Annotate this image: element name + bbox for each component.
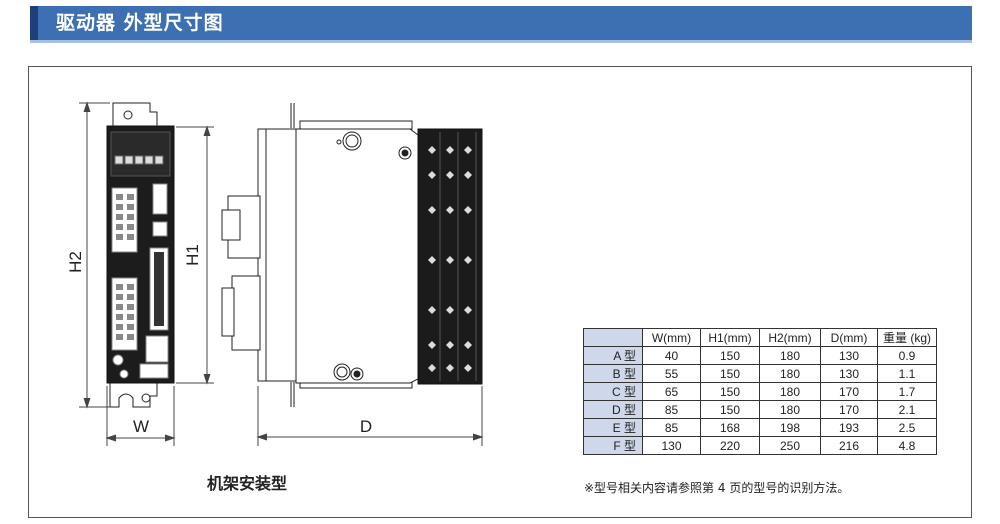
table-row: A 型 40 150 180 130 0.9 xyxy=(583,346,937,365)
section-header: 驱动器 外型尺寸图 xyxy=(30,6,972,43)
dimension-d xyxy=(256,386,484,446)
table-cell: 65 xyxy=(642,382,701,401)
table-cell: 130 xyxy=(820,346,878,365)
table-cell: 180 xyxy=(759,400,821,419)
label-d: D xyxy=(360,417,372,436)
table-cell: 180 xyxy=(759,364,821,383)
table-header-cell xyxy=(583,328,643,347)
table-header-cell: H1(mm) xyxy=(700,328,760,347)
table-cell: 150 xyxy=(700,364,760,383)
header-accent-bar xyxy=(30,6,38,40)
table-row: B 型 55 150 180 130 1.1 xyxy=(583,364,937,383)
table-header-cell: D(mm) xyxy=(820,328,878,347)
table-cell: 193 xyxy=(820,418,878,437)
table-row: C 型 65 150 180 170 1.7 xyxy=(583,382,937,401)
table-cell: 4.8 xyxy=(877,436,937,455)
side-view xyxy=(221,103,483,407)
drawing-frame xyxy=(28,66,972,518)
table-cell: 170 xyxy=(820,382,878,401)
dimension-w xyxy=(105,386,176,446)
table-row: D 型 85 150 180 170 2.1 xyxy=(583,400,937,419)
table-cell: 216 xyxy=(820,436,878,455)
table-cell: 130 xyxy=(642,436,701,455)
label-h2: H2 xyxy=(66,251,85,273)
table-cell: 1.7 xyxy=(877,382,937,401)
footnote: ※型号相关内容请参照第 4 页的型号的识别方法。 xyxy=(584,481,850,495)
drawing-caption: 机架安装型 xyxy=(207,474,288,493)
table-cell: 180 xyxy=(759,382,821,401)
front-view xyxy=(106,102,175,408)
table-row: E 型 85 168 198 193 2.5 xyxy=(583,418,937,437)
table-cell: 1.1 xyxy=(877,364,937,383)
table-cell: 130 xyxy=(820,364,878,383)
table-cell: 150 xyxy=(700,346,760,365)
table-header-cell: H2(mm) xyxy=(759,328,821,347)
table-cell: 85 xyxy=(642,418,701,437)
table-header-cell: 重量 (kg) xyxy=(877,328,937,347)
table-row: F 型 130 220 250 216 4.8 xyxy=(583,436,937,455)
table-cell: 40 xyxy=(642,346,701,365)
label-w: W xyxy=(133,417,149,436)
section-title: 驱动器 外型尺寸图 xyxy=(56,12,224,34)
table-cell: 198 xyxy=(759,418,821,437)
table-cell: 220 xyxy=(700,436,760,455)
table-cell: 2.5 xyxy=(877,418,937,437)
table-cell: D 型 xyxy=(583,400,643,419)
table-cell: 55 xyxy=(642,364,701,383)
table-cell: 170 xyxy=(820,400,878,419)
table-cell: 150 xyxy=(700,400,760,419)
table-cell: F 型 xyxy=(583,436,643,455)
table-cell: 0.9 xyxy=(877,346,937,365)
table-cell: C 型 xyxy=(583,382,643,401)
table-header-cell: W(mm) xyxy=(642,328,701,347)
table-cell: B 型 xyxy=(583,364,643,383)
table-cell: 85 xyxy=(642,400,701,419)
table-cell: 168 xyxy=(700,418,760,437)
dimension-table: W(mm) H1(mm) H2(mm) D(mm) 重量 (kg) A 型 40… xyxy=(583,328,937,455)
label-h1: H1 xyxy=(183,244,202,266)
table-header-row: W(mm) H1(mm) H2(mm) D(mm) 重量 (kg) xyxy=(583,328,937,347)
dimension-h2 xyxy=(79,101,110,409)
table-cell: 180 xyxy=(759,346,821,365)
table-cell: E 型 xyxy=(583,418,643,437)
table-cell: 2.1 xyxy=(877,400,937,419)
dimension-h1 xyxy=(176,125,214,385)
table-cell: 250 xyxy=(759,436,821,455)
table-cell: 150 xyxy=(700,382,760,401)
table-cell: A 型 xyxy=(583,346,643,365)
